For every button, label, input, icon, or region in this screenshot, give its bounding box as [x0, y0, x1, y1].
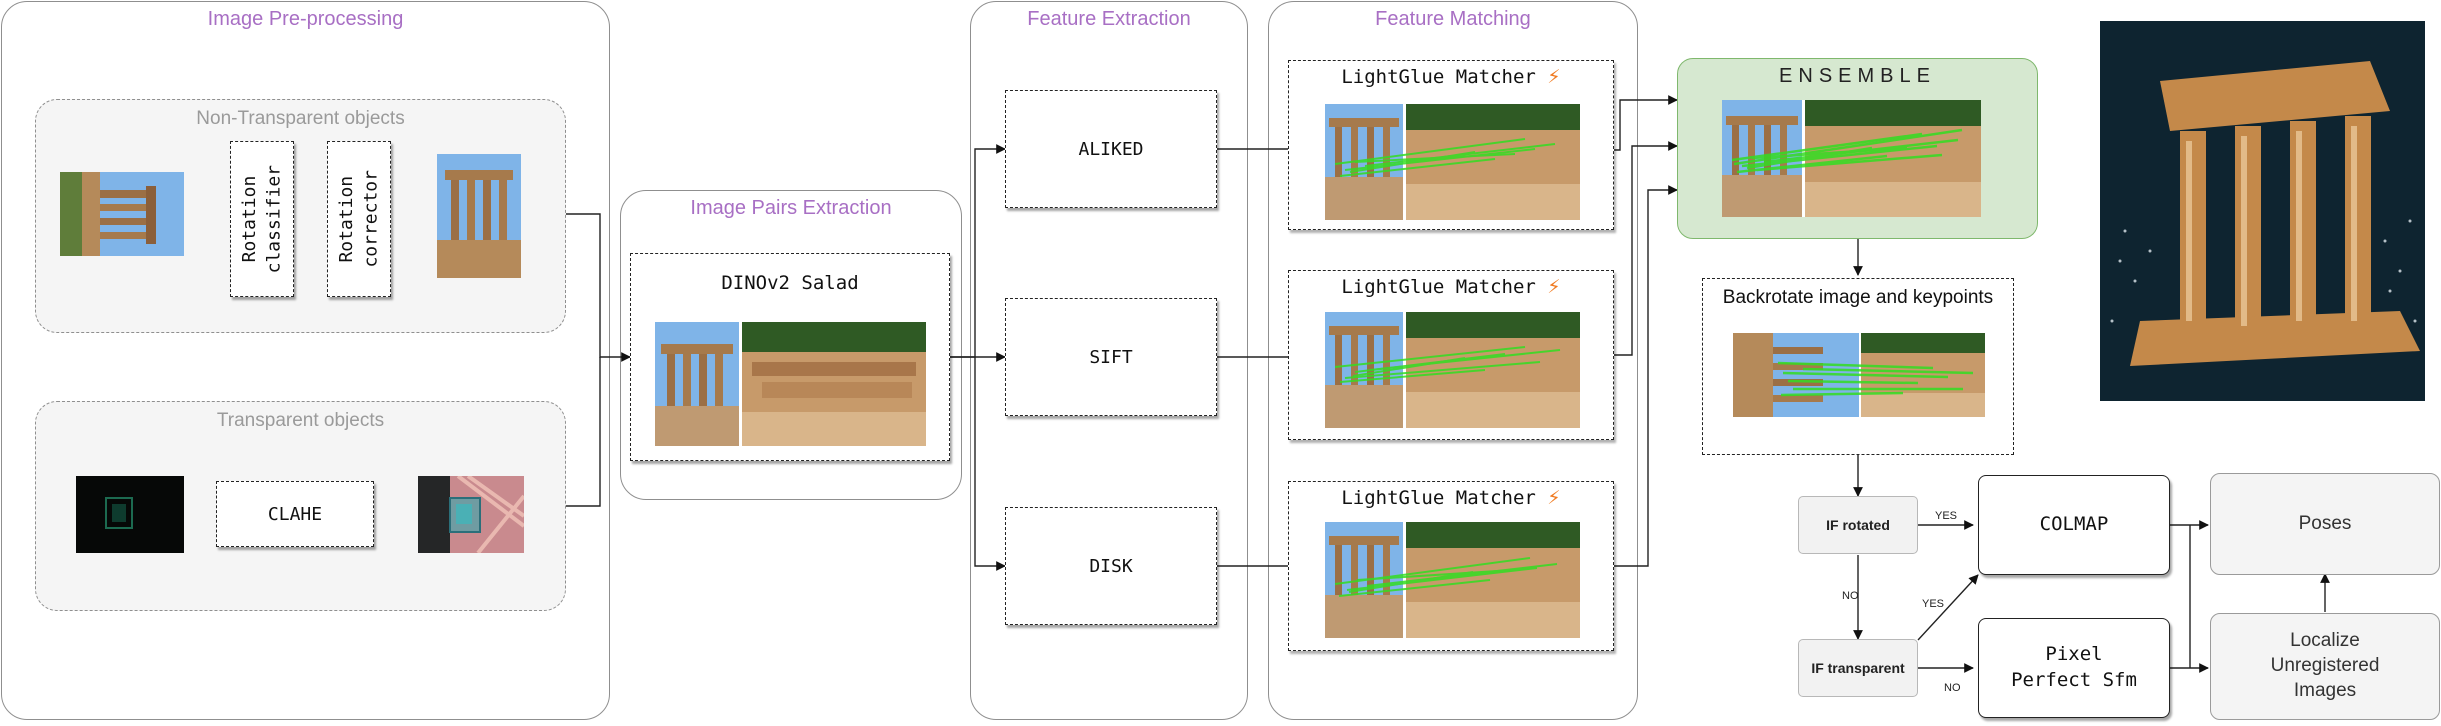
- rotated-temple-photo: [60, 172, 184, 256]
- aliked-label: ALIKED: [1078, 138, 1144, 160]
- matcher-label: LightGlue Matcher: [1341, 487, 1536, 509]
- lightning-icon: ⚡: [1547, 66, 1561, 88]
- ensemble-match-image: [1722, 100, 1981, 217]
- aliked-box: ALIKED: [1005, 90, 1217, 208]
- match-image-sift: [1325, 312, 1580, 428]
- preprocessing-title: Image Pre-processing: [207, 8, 404, 30]
- feature-extraction-title: Feature Extraction: [1027, 8, 1191, 30]
- disk-box: DISK: [1005, 507, 1217, 625]
- pair-right-photo: [742, 322, 926, 446]
- matcher-label: LightGlue Matcher: [1341, 276, 1536, 298]
- matcher-label: LightGlue Matcher: [1341, 66, 1536, 88]
- if-rotated-label: IF rotated: [1826, 517, 1890, 533]
- clahe-box: CLAHE: [216, 481, 374, 547]
- transparent-object-photo: [76, 476, 184, 553]
- pixel-perfect-sfm-label: Pixel Perfect Sfm: [2011, 643, 2137, 691]
- localize-unregistered-label: Localize Unregistered Images: [2270, 630, 2380, 701]
- clahe-label: CLAHE: [267, 503, 323, 525]
- if-transparent-label: IF transparent: [1811, 660, 1905, 676]
- sift-label: SIFT: [1089, 346, 1133, 368]
- if-rotated-decision: IF rotated: [1798, 496, 1918, 554]
- backrotated-match-image: [1733, 333, 1985, 417]
- poses-box: Poses: [2210, 473, 2440, 575]
- rotation-corrector-box: Rotation corrector: [327, 141, 391, 297]
- lightning-icon: ⚡: [1547, 276, 1561, 298]
- sparse-reconstruction-render: [2100, 21, 2425, 401]
- rotation-corrector-label: Rotation corrector: [335, 170, 381, 268]
- dinov2-salad-label: DINOv2 Salad: [721, 272, 859, 294]
- disk-label: DISK: [1089, 555, 1133, 577]
- pair-left-photo: [655, 322, 739, 446]
- if-transparent-decision: IF transparent: [1798, 639, 1918, 697]
- edge-label-yes-rotated: YES: [1935, 510, 1958, 522]
- rotation-classifier-box: Rotation classifier: [230, 141, 294, 297]
- ensemble-title: ENSEMBLE: [1779, 65, 1936, 87]
- feature-matching-title: Feature Matching: [1375, 8, 1531, 30]
- poses-label: Poses: [2298, 512, 2352, 534]
- edge-label-yes-transparent: YES: [1922, 598, 1945, 610]
- edge-label-no-rotated: NO: [1842, 590, 1859, 602]
- enhanced-transparent-photo: [418, 476, 524, 553]
- sift-box: SIFT: [1005, 298, 1217, 416]
- pixel-perfect-sfm-box: Pixel Perfect Sfm: [1978, 618, 2170, 718]
- backrotate-title: Backrotate image and keypoints: [1722, 287, 1994, 308]
- lightning-icon: ⚡: [1547, 487, 1561, 509]
- colmap-box: COLMAP: [1978, 475, 2170, 575]
- colmap-label: COLMAP: [2039, 513, 2109, 536]
- match-image-disk: [1325, 522, 1580, 638]
- pairs-title: Image Pairs Extraction: [690, 197, 892, 219]
- corrected-temple-photo: [437, 154, 521, 278]
- match-image-aliked: [1325, 104, 1580, 220]
- edge-label-no-transparent: NO: [1944, 682, 1961, 694]
- non-transparent-title: Non-Transparent objects: [196, 108, 405, 129]
- rotation-classifier-label: Rotation classifier: [238, 164, 284, 274]
- localize-unregistered-box: Localize Unregistered Images: [2210, 613, 2440, 720]
- transparent-title: Transparent objects: [216, 410, 385, 431]
